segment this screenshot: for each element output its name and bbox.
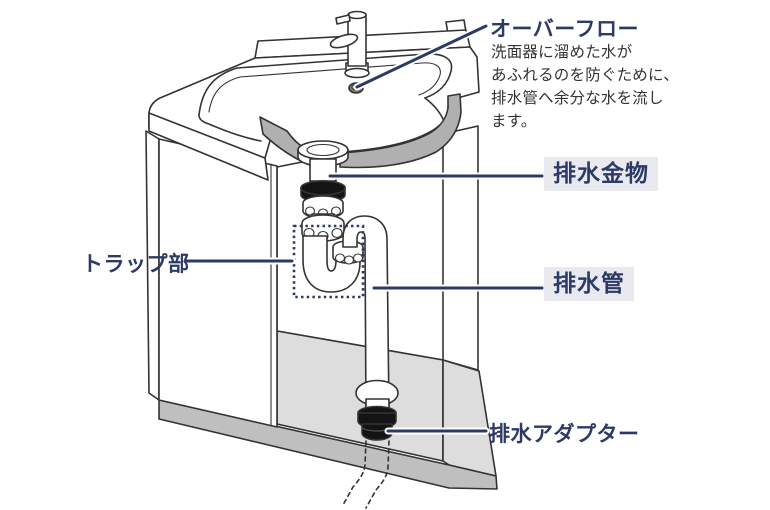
overflow-description-line: あふれるのを防ぐために、	[491, 67, 679, 84]
drain-fitting-label: 排水金物	[544, 157, 658, 191]
leader-lines	[182, 22, 546, 435]
overflow-description-line: 洗面器に溜めた水が	[491, 44, 633, 61]
floor-slab-front	[158, 399, 498, 490]
trap-dotted-box	[292, 224, 365, 299]
drain-adapter	[357, 405, 397, 441]
overflow-description-line: 排水管へ余分な水を流し	[491, 90, 664, 107]
overflow-leader-line	[355, 24, 488, 89]
drain-pipe-label: 排水管	[544, 267, 634, 301]
faucet	[329, 10, 370, 79]
cabinet-door	[158, 138, 278, 428]
counter-top	[148, 46, 480, 181]
pipe-below-floor	[342, 440, 390, 509]
drain-fitting	[297, 140, 349, 225]
trap-label: トラップ部	[82, 253, 190, 276]
overflow-description: 洗面器に溜めた水が あふれるのを防ぐために、 排水管へ余分な水を流し ます。	[491, 41, 679, 133]
drain-adapter-label: 排水アダプター	[489, 423, 640, 446]
overflow-label: オーバーフロー	[490, 18, 640, 41]
basin-section-right	[339, 93, 462, 169]
overflow-description-line: ます。	[491, 113, 537, 130]
